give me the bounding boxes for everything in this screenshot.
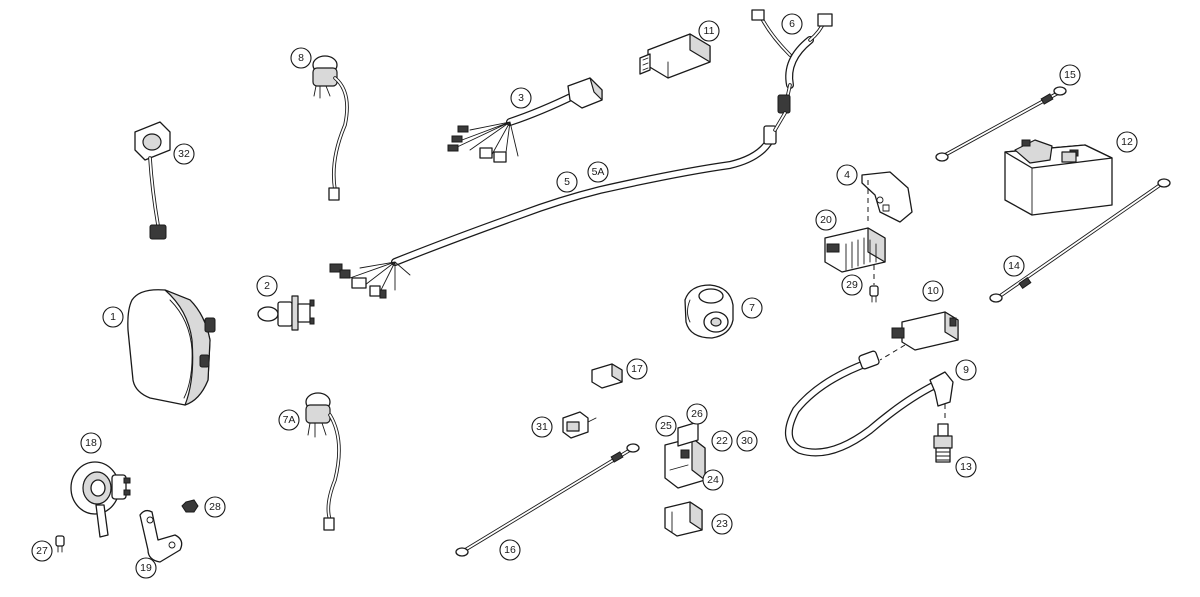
- callout-label-27: 27: [36, 545, 48, 557]
- callout-28: 28: [204, 496, 226, 518]
- callout-label-16: 16: [504, 544, 516, 556]
- callout-31: 31: [531, 416, 553, 438]
- callout-27: 27: [31, 540, 53, 562]
- callout-label-18: 18: [85, 437, 97, 449]
- callout-label-14: 14: [1008, 260, 1020, 272]
- callout-11: 11: [698, 20, 720, 42]
- callout-15: 15: [1059, 64, 1081, 86]
- callout-label-15: 15: [1064, 69, 1076, 81]
- callout-label-29: 29: [846, 279, 858, 291]
- battery: [1004, 139, 1113, 216]
- battery-cable-14: [989, 178, 1171, 303]
- callout-label-26: 26: [691, 408, 703, 420]
- callout-label-32: 32: [178, 148, 190, 160]
- callout-label-22: 22: [716, 435, 728, 447]
- horn-bracket: [139, 509, 183, 563]
- switch-assembly-8: [312, 55, 349, 201]
- callout-label-28: 28: [209, 501, 221, 513]
- callout-5a: 5A: [587, 161, 609, 183]
- callout-19: 19: [135, 557, 157, 579]
- regulator-bracket: [861, 171, 913, 225]
- callout-label-9: 9: [963, 364, 969, 376]
- callout-label-23: 23: [716, 518, 728, 530]
- callout-label-6: 6: [789, 18, 795, 30]
- callout-6: 6: [781, 13, 803, 35]
- callout-16: 16: [499, 539, 521, 561]
- callout-9: 9: [955, 359, 977, 381]
- callout-label-5a: 5A: [592, 166, 605, 178]
- callout-12: 12: [1116, 131, 1138, 153]
- callout-23: 23: [711, 513, 733, 535]
- callout-label-11: 11: [704, 25, 715, 37]
- callout-17: 17: [626, 358, 648, 380]
- callout-18: 18: [80, 432, 102, 454]
- horn-nut: [181, 499, 199, 513]
- callout-8: 8: [290, 47, 312, 69]
- callout-7: 7: [741, 297, 763, 319]
- callout-label-8: 8: [298, 52, 304, 64]
- callout-4: 4: [836, 164, 858, 186]
- callout-25: 25: [655, 415, 677, 437]
- callout-label-1: 1: [110, 311, 116, 323]
- ht-lead: [785, 350, 954, 457]
- relay-small: [591, 363, 623, 389]
- horn-bolt: [55, 535, 65, 553]
- callout-26: 26: [686, 403, 708, 425]
- callout-29: 29: [841, 274, 863, 296]
- callout-13: 13: [955, 456, 977, 478]
- callout-label-5: 5: [564, 176, 570, 188]
- voltage-regulator: [824, 227, 886, 285]
- callout-label-7: 7: [749, 302, 755, 314]
- main-wiring-harness: [329, 125, 777, 299]
- relay-cover: [664, 501, 703, 537]
- callout-label-19: 19: [140, 562, 152, 574]
- fuse-holder: [562, 411, 597, 439]
- callout-label-13: 13: [960, 461, 972, 473]
- callout-label-10: 10: [927, 285, 939, 297]
- sub-harness: [751, 9, 833, 132]
- mounting-screw: [869, 285, 879, 303]
- callout-label-3: 3: [518, 92, 524, 104]
- callout-label-24: 24: [707, 474, 719, 486]
- starter-relay: [664, 421, 706, 489]
- flasher-relay: [684, 284, 734, 339]
- callout-label-20: 20: [820, 214, 832, 226]
- callout-label-7a: 7A: [283, 414, 296, 426]
- callout-2: 2: [256, 275, 278, 297]
- callout-14: 14: [1003, 255, 1025, 277]
- callout-32: 32: [173, 143, 195, 165]
- horn: [70, 461, 131, 538]
- kill-switch: [134, 121, 171, 240]
- headlight-housing: [127, 289, 216, 406]
- cdi-unit: [639, 33, 711, 79]
- switch-assembly-7a: [305, 392, 341, 531]
- callout-10: 10: [922, 280, 944, 302]
- callout-label-31: 31: [536, 421, 548, 433]
- callout-3: 3: [510, 87, 532, 109]
- headlight-bulb: [257, 295, 315, 331]
- callout-label-17: 17: [631, 363, 643, 375]
- callout-24: 24: [702, 469, 724, 491]
- callout-20: 20: [815, 209, 837, 231]
- callout-label-4: 4: [844, 169, 850, 181]
- wire-harness-connector: [447, 77, 603, 163]
- callout-30: 30: [736, 430, 758, 452]
- callout-label-25: 25: [660, 420, 672, 432]
- callout-1: 1: [102, 306, 124, 328]
- callout-5: 5: [556, 171, 578, 193]
- callout-label-2: 2: [264, 280, 270, 292]
- callout-label-30: 30: [741, 435, 753, 447]
- battery-cable-16: [455, 443, 640, 557]
- battery-cable-15: [935, 86, 1067, 162]
- callout-22: 22: [711, 430, 733, 452]
- callout-7a: 7A: [278, 409, 300, 431]
- ignition-coil: [879, 311, 959, 361]
- spark-plug: [933, 423, 953, 463]
- callout-label-12: 12: [1121, 136, 1133, 148]
